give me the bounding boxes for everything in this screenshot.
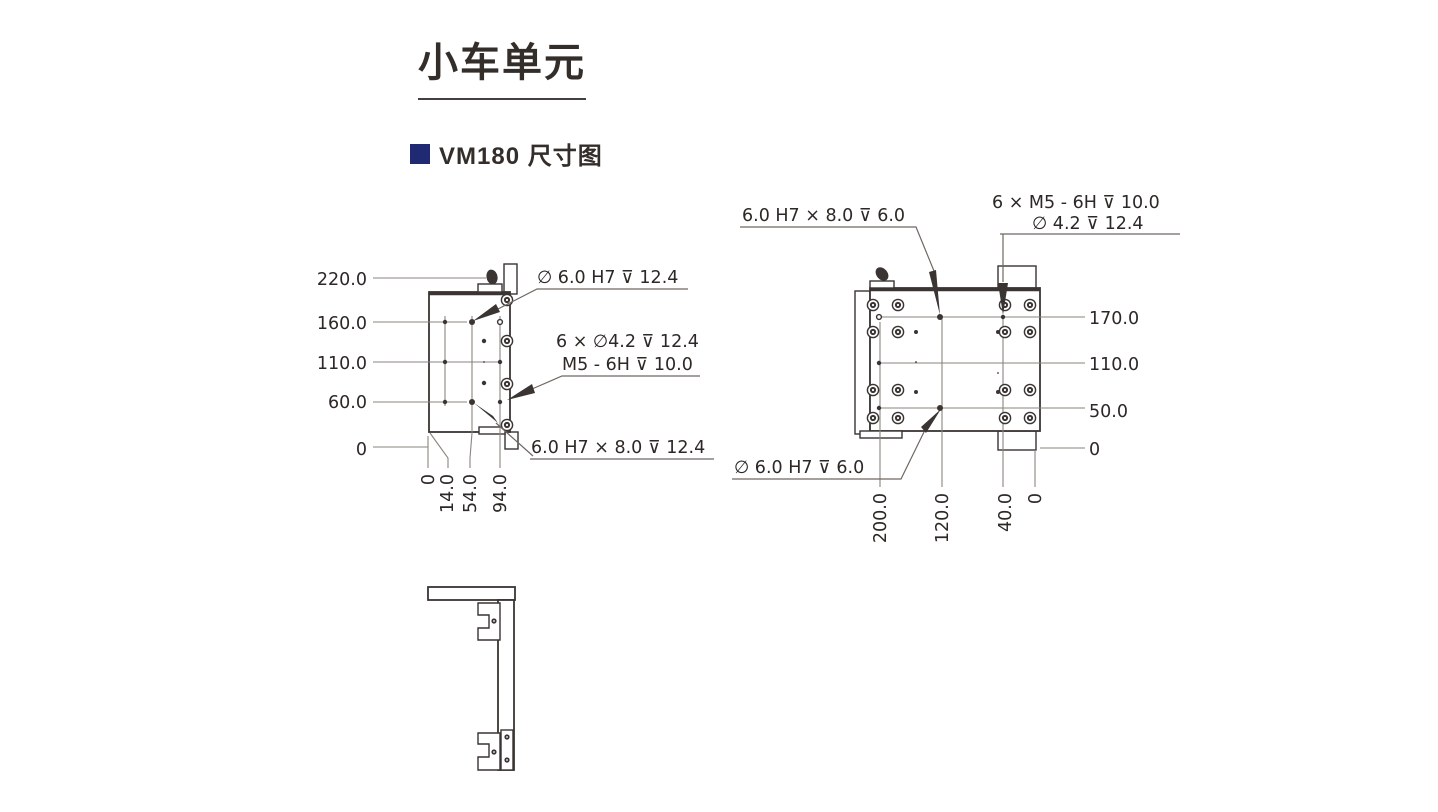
- grease-nipple: [486, 269, 498, 285]
- side-view-drawing: 220.0 160.0 110.0 60.0 0 0 14.0 54.0 94.…: [317, 263, 714, 513]
- top-view-holes: [866, 298, 1037, 425]
- top-view-leaders: [732, 226, 1180, 480]
- top-view-drawing: 170.0 110.0 50.0 0 200.0 120.0 40.0 0 6.…: [732, 193, 1180, 543]
- dim-label: 54.0: [461, 474, 481, 513]
- rail-clamp-upper: [477, 602, 501, 641]
- rail-clamp-lower: [477, 732, 501, 771]
- dim-label: 160.0: [317, 314, 367, 334]
- dim-label: 110.0: [1089, 355, 1139, 375]
- top-view-left-strip: [854, 290, 871, 435]
- grease-nipple-plate: [869, 280, 895, 289]
- top-view-body: [869, 287, 1041, 432]
- callout-label: 6 × ∅4.2 ⊽ 12.4: [556, 332, 699, 352]
- callout-label: 6.0 H7 × 8.0 ⊽ 6.0: [742, 206, 905, 226]
- top-view-lower-tab: [997, 430, 1037, 451]
- grease-nipple: [875, 267, 889, 281]
- dim-label: 60.0: [328, 393, 367, 413]
- dim-label: 220.0: [317, 270, 367, 290]
- dim-label: 50.0: [1089, 402, 1128, 422]
- callout-label: ∅ 6.0 H7 ⊽ 12.4: [537, 268, 678, 288]
- side-view-dimension-lines: [373, 277, 501, 468]
- profile-bottom-strip: [500, 729, 514, 771]
- dim-label: 0: [1089, 440, 1100, 460]
- profile-top-plate: [427, 586, 516, 601]
- section-heading: VM180 尺寸图: [410, 136, 603, 171]
- dim-label: 0: [1026, 493, 1046, 504]
- side-view-leaders: [473, 288, 714, 460]
- callout-label: 6.0 H7 × 8.0 ⊽ 12.4: [531, 438, 705, 458]
- callout-label: M5 - 6H ⊽ 10.0: [562, 355, 693, 375]
- section-marker-square: [410, 143, 430, 164]
- side-view-bottom-tab: [504, 431, 519, 450]
- side-view-holes: [442, 293, 514, 432]
- dim-label: 0: [419, 474, 439, 485]
- top-view-dimension-lines: [879, 316, 1085, 487]
- grease-nipple-plate: [477, 283, 503, 293]
- dim-label: 40.0: [996, 493, 1016, 532]
- dim-label: 120.0: [933, 493, 953, 543]
- dim-label: 94.0: [491, 474, 511, 513]
- top-view-bottom-recess: [859, 430, 903, 439]
- section-heading-label: VM180 尺寸图: [439, 143, 603, 170]
- page-title: 小车单元: [418, 30, 586, 100]
- side-view-top-tab: [503, 263, 518, 295]
- callout-label: ∅ 4.2 ⊽ 12.4: [1032, 214, 1144, 234]
- callout-label: 6 × M5 - 6H ⊽ 10.0: [992, 193, 1160, 213]
- callout-label: ∅ 6.0 H7 ⊽ 6.0: [734, 458, 864, 478]
- dim-label: 14.0: [438, 474, 458, 513]
- dim-label: 170.0: [1089, 309, 1139, 329]
- dim-label: 0: [356, 440, 367, 460]
- profile-section-drawing: [427, 586, 516, 771]
- dim-label: 200.0: [871, 493, 891, 543]
- dim-label: 110.0: [317, 354, 367, 374]
